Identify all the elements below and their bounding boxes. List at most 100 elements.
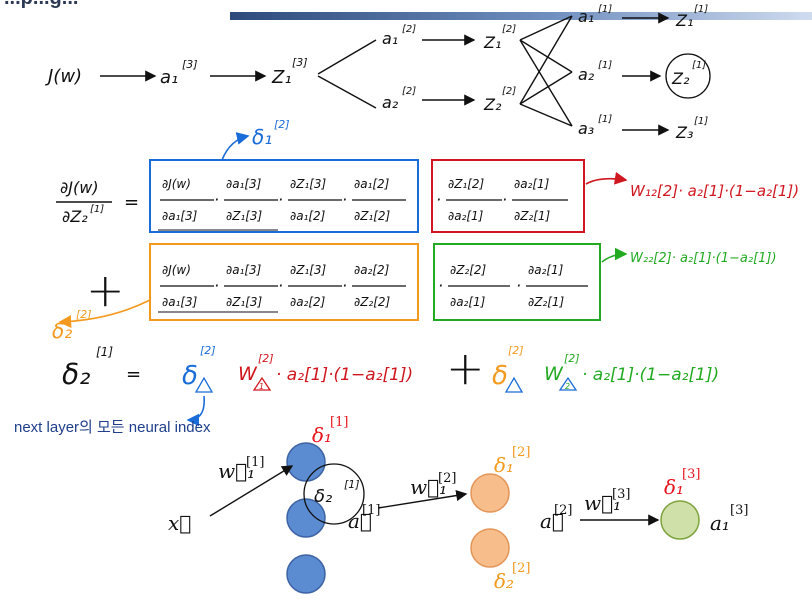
delta-layer3-sup: [3] [682, 467, 700, 482]
summary-lhs-sup: [1] [96, 345, 113, 359]
layer3-neuron-1 [660, 500, 700, 540]
node-z22-sup: [2] [502, 86, 516, 97]
node-z3-sup: [3] [292, 56, 308, 69]
row1-blue-num-2: ∂Z₁[3] [290, 177, 327, 191]
delta-layer1-sup: [1] [330, 415, 348, 430]
summary-w-2: W [544, 363, 564, 385]
orange-box [149, 243, 419, 321]
edge-z21-a13 [519, 39, 573, 127]
summary-delta-2: δ [492, 361, 508, 391]
row2-green-den-1: ∂Z₂[1] [528, 295, 565, 309]
green-box [433, 243, 601, 321]
layer1-neuron-3 [286, 554, 326, 594]
layer1-neuron-2 [286, 498, 326, 538]
summary-rest-1: · a₂[1]·(1−a₂[1]) [276, 365, 413, 385]
node-a11: a₁ [578, 7, 594, 26]
row2-result-arrow [601, 247, 628, 263]
node-z21-sup: [2] [502, 24, 516, 35]
node-z22: Z₂ [483, 95, 502, 114]
weight-w2: w⃗₁ [410, 475, 447, 499]
summary-marker-triangle-1 [194, 376, 214, 393]
delta-layer1-hw-sup: [1] [344, 478, 360, 491]
node-jw: J(w) [45, 66, 82, 87]
node-a13: a₃ [578, 119, 594, 138]
row2-green-den-0: ∂a₂[1] [450, 295, 486, 309]
summary-rest-2: · a₂[1]·(1−a₂[1]) [582, 365, 719, 385]
node-z13-sup: [1] [694, 116, 708, 127]
z12-highlight-circle [665, 53, 711, 99]
edge-x-layer1 [209, 465, 294, 517]
summary-marker-1: 1 [259, 382, 264, 391]
delta-layer1: δ₁ [312, 423, 332, 447]
row1-blue-dot-1: · [214, 190, 219, 209]
row1-red-num-0: ∂Z₁[2] [448, 177, 485, 191]
row2-result: W₂₂[2]· a₂[1]·(1−a₂[1]) [630, 251, 777, 266]
row2-orange-num-3: ∂a₂[2] [354, 263, 390, 277]
summary-delta-1: δ [182, 361, 198, 391]
row2-orange-terms: ∂J(w)∂a₁[3]·∂a₁[3]∂Z₁[3]·∂Z₁[3]∂a₂[2]·∂a… [160, 263, 406, 309]
row2-green-terms: ·∂Z₂[2]∂a₂[1]·∂a₂[1]∂Z₂[1] [438, 263, 588, 309]
node-a21: a₁ [382, 29, 398, 48]
summary-marker-triangle-3 [504, 376, 524, 393]
activation-a1: a⃗ [348, 509, 372, 533]
delta-top-label: δ₁ [252, 125, 272, 149]
layer1-highlight-circle [303, 463, 365, 525]
row1-red-den-0: ∂a₂[1] [448, 209, 484, 223]
delta-bottom-sup: [2] [76, 308, 92, 321]
node-a12-sup: [1] [598, 60, 612, 71]
summary-plus: + [446, 341, 485, 395]
weight-w1: w⃗₁ [218, 459, 255, 483]
row1-red-dot-1: · [502, 190, 507, 209]
activation-a2: a⃗ [540, 509, 564, 533]
summary-marker-2: 2 [565, 382, 570, 391]
row2-orange-num-2: ∂Z₁[3] [290, 263, 327, 277]
row2-orange-den-2: ∂a₂[2] [290, 295, 326, 309]
node-z12: Z₂ [671, 69, 690, 88]
node-z13: Z₃ [675, 123, 693, 142]
row1-blue-den-0: ∂a₁[3] [162, 209, 198, 223]
delta-layer2-2: δ₂ [494, 569, 514, 593]
title-fragment: ...p...g... [4, 0, 78, 9]
edge-z21-a11 [519, 15, 573, 41]
layer2-neuron-1 [470, 473, 510, 513]
layer2-neuron-2 [470, 528, 510, 568]
row2-orange-den-3: ∂Z₂[2] [354, 295, 391, 309]
edge-z22-a11 [519, 15, 573, 105]
chain-rule-equation: δ₁ [2] ∂J(w) ∂Z₂ [1] = ∂J(w)∂a₁[3]·∂a₁[3… [14, 118, 799, 436]
row1-blue-num-1: ∂a₁[3] [226, 177, 262, 191]
edge-layer1-layer2 [377, 490, 468, 509]
row1-blue-den-3: ∂Z₁[2] [354, 209, 391, 223]
node-z11-sup: [1] [694, 4, 708, 15]
summary-w-2-sup: [2] [564, 352, 580, 365]
row1-blue-dot-3: · [342, 190, 347, 209]
row2-green-dot-1: · [516, 276, 521, 295]
layer1-neuron-1 [286, 442, 326, 482]
delta-top-arrow [221, 132, 250, 161]
summary-delta-2-sup: [2] [508, 344, 524, 357]
activation-a1-sup: [1] [362, 503, 380, 518]
activation-a2-sup: [2] [554, 503, 572, 518]
delta-layer2-2-sup: [2] [512, 561, 530, 576]
note-arrow [186, 395, 205, 427]
header-bar [230, 12, 812, 20]
delta-bottom-label: δ₂ [52, 319, 72, 343]
node-a22: a₂ [382, 93, 399, 112]
edge-z21-a12 [519, 39, 573, 73]
row1-blue-terms: ∂J(w)∂a₁[3]·∂a₁[3]∂Z₁[3]·∂Z₁[3]∂a₁[2]·∂a… [160, 177, 406, 223]
delta-bottom-arrow [58, 299, 151, 328]
row1-red-den-1: ∂Z₂[1] [514, 209, 551, 223]
row2-orange-num-0: ∂J(w) [162, 263, 191, 277]
row1-blue-num-3: ∂a₁[2] [354, 177, 390, 191]
row1-blue-den-1: ∂Z₁[3] [226, 209, 263, 223]
row1-blue-dot-2: · [278, 190, 283, 209]
summary-delta-1-sup: [2] [200, 344, 216, 357]
red-box [431, 159, 585, 233]
weight-w1-sup: [1] [246, 455, 264, 470]
delta-layer2-1: δ₁ [494, 453, 514, 477]
node-a21-sup: [2] [402, 24, 416, 35]
note-text: next layer의 모든 neural index [14, 419, 211, 436]
delta-layer1-hw: δ₂ [314, 486, 332, 507]
summary-lhs: δ₂ [62, 358, 90, 391]
row2-orange-dot-2: · [278, 276, 283, 295]
